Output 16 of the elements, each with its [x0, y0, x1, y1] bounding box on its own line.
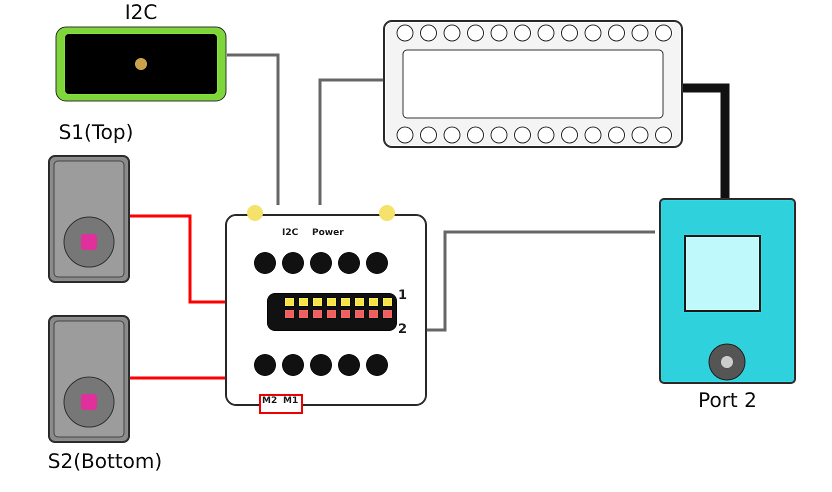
board-marking: M2 [262, 396, 278, 406]
cable [130, 376, 225, 380]
device-label: S2(Bottom) [46, 449, 164, 473]
cable [427, 230, 655, 332]
board-marking: M1 [283, 396, 298, 406]
device-label: I2C [124, 0, 158, 24]
cable [683, 84, 730, 198]
board-marking: I2C [282, 228, 298, 238]
device-label: Port 2 [697, 388, 758, 412]
board-marking: 1 [398, 288, 408, 303]
board-marking: 2 [398, 322, 408, 337]
cable [227, 54, 280, 205]
board-marking: Power [312, 228, 344, 238]
cable [130, 214, 225, 304]
device-label: S1(Top) [58, 120, 134, 144]
cable [318, 78, 383, 205]
